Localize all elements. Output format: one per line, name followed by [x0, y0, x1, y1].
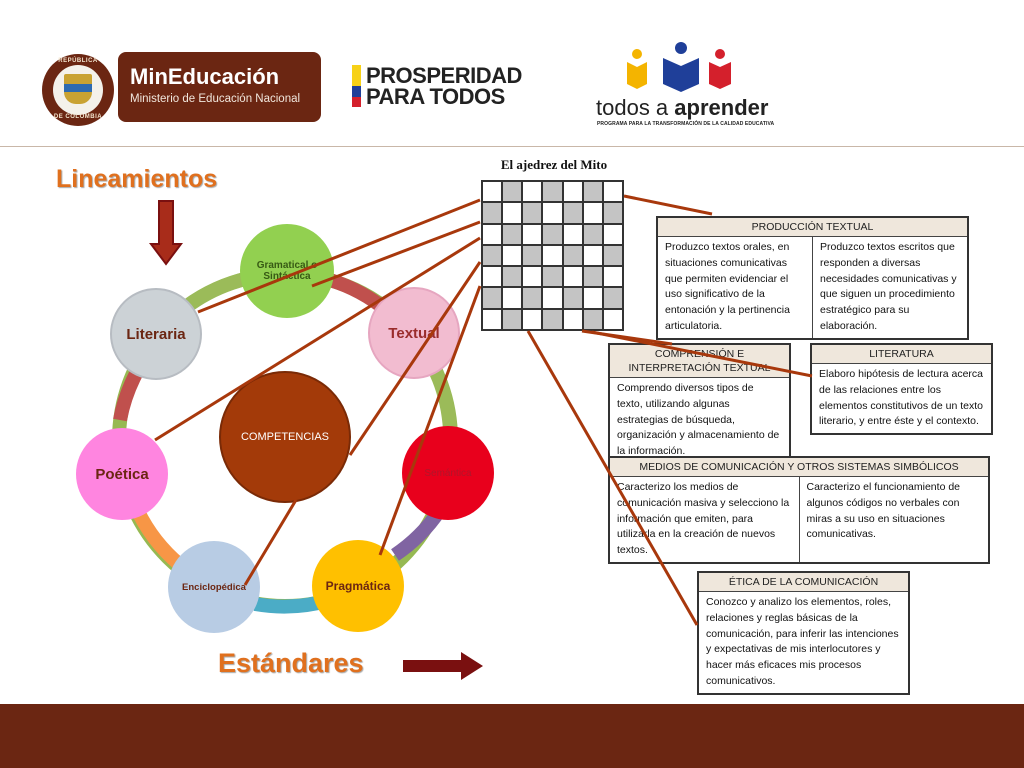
right-arrow-icon: [403, 652, 483, 680]
colombia-flag-icon: [352, 65, 361, 107]
mineducacion-logo: [118, 52, 321, 122]
chess-square: [522, 244, 543, 267]
node-poetica: Poética: [76, 428, 168, 520]
comprension-cell: Comprendo diversos tipos de texto, utili…: [608, 376, 791, 465]
chess-square: [562, 181, 583, 203]
chess-square: [582, 266, 603, 288]
chess-square: [602, 287, 623, 309]
literatura-header: LITERATURA: [810, 343, 993, 364]
chess-square: [482, 181, 503, 203]
chess-square: [542, 244, 563, 267]
chess-square: [582, 244, 603, 267]
chess-square: [502, 266, 523, 288]
seal-ring-top: REPÚBLICA: [58, 58, 98, 64]
table-produccion-textual: PRODUCCIÓN TEXTUAL Produzco textos orale…: [656, 216, 969, 340]
estandares-heading: Estándares: [218, 648, 364, 678]
table-literatura: LITERATURA Elaboro hipótesis de lectura …: [810, 343, 993, 436]
table-comprension: COMPRENSIÓN E INTERPRETACIÓN TEXTUAL Com…: [608, 343, 791, 465]
chess-square: [542, 266, 563, 288]
chess-square: [602, 244, 623, 267]
chess-square: [562, 202, 583, 224]
chess-square: [502, 223, 523, 245]
node-semantica: Semántica: [402, 426, 494, 520]
chess-square: [482, 287, 503, 309]
lineamientos-heading: Lineamientos: [56, 165, 218, 193]
medios-header: MEDIOS DE COMUNICACIÓN Y OTROS SISTEMAS …: [608, 456, 990, 477]
node-enciclopedica: Enciclopédica: [168, 541, 260, 633]
chess-square: [562, 308, 583, 330]
produccion-cell-2: Produzco textos escritos que responden a…: [812, 235, 969, 340]
prosperidad-line2: PARA TODOS: [366, 84, 505, 109]
chess-square: [522, 287, 543, 309]
chess-square: [522, 181, 543, 203]
chess-square: [562, 287, 583, 309]
chess-square: [502, 244, 523, 267]
chess-square: [582, 223, 603, 245]
chess-square: [542, 308, 563, 330]
chess-square: [602, 202, 623, 224]
chess-square: [502, 202, 523, 224]
medios-cell-1: Caracterizo los medios de comunicación m…: [608, 475, 800, 564]
header-divider: [0, 146, 1024, 147]
node-textual: Textual: [368, 287, 460, 379]
chess-square: [562, 244, 583, 267]
chess-square: [542, 223, 563, 245]
chess-square: [602, 181, 623, 203]
todos-a-aprender-subtitle: PROGRAMA PARA LA TRANSFORMACIÓN DE LA CA…: [597, 121, 775, 127]
chess-square: [522, 223, 543, 245]
comprension-header: COMPRENSIÓN E INTERPRETACIÓN TEXTUAL: [608, 343, 791, 378]
chess-square: [582, 287, 603, 309]
todos-a-aprender-people-icon: [627, 42, 731, 92]
chess-square: [502, 287, 523, 309]
chess-square: [562, 223, 583, 245]
mineducacion-title: MinEducación: [130, 64, 280, 89]
chess-square: [482, 223, 503, 245]
chess-square: [482, 244, 503, 267]
table-etica: ÉTICA DE LA COMUNICACIÓN Conozco y anali…: [697, 571, 910, 695]
literatura-cell: Elaboro hipótesis de lectura acerca de l…: [810, 363, 993, 435]
chess-square: [562, 266, 583, 288]
mineducacion-subtitle: Ministerio de Educación Nacional: [130, 93, 301, 105]
chess-square: [522, 308, 543, 330]
chess-square: [602, 223, 623, 245]
chess-board: [481, 180, 624, 331]
produccion-cell-1: Produzco textos orales, en situaciones c…: [656, 235, 813, 340]
node-pragmatica: Pragmática: [312, 540, 404, 632]
chess-square: [522, 202, 543, 224]
etica-cell: Conozco y analizo los elementos, roles, …: [697, 590, 910, 695]
chess-title: El ajedrez del Mito: [500, 157, 608, 172]
competencias-center: COMPETENCIAS: [219, 371, 351, 503]
produccion-header: PRODUCCIÓN TEXTUAL: [656, 216, 969, 237]
prosperidad-line1: PROSPERIDAD: [366, 63, 522, 88]
colombia-seal-logo: REPÚBLICA DE COLOMBIA: [42, 54, 114, 126]
medios-cell-2: Caracterizo el funcionamiento de algunos…: [798, 475, 990, 564]
chess-square: [502, 308, 523, 330]
table-medios: MEDIOS DE COMUNICACIÓN Y OTROS SISTEMAS …: [608, 456, 990, 564]
etica-header: ÉTICA DE LA COMUNICACIÓN: [697, 571, 910, 592]
chess-square: [542, 181, 563, 203]
node-gramatical: Gramatical o Sintáctica: [240, 224, 334, 318]
chess-square: [542, 202, 563, 224]
chess-square: [522, 266, 543, 288]
chess-square: [482, 266, 503, 288]
chess-square: [542, 287, 563, 309]
seal-ring-bottom: DE COLOMBIA: [53, 114, 103, 120]
chess-square: [602, 308, 623, 330]
chess-square: [582, 308, 603, 330]
chess-square: [482, 202, 503, 224]
todos-a-aprender-title: todos a aprender: [596, 95, 769, 120]
footer-bar: [0, 704, 1024, 768]
chess-square: [502, 181, 523, 203]
chess-square: [582, 181, 603, 203]
node-literaria: Literaria: [110, 288, 202, 380]
chess-square: [582, 202, 603, 224]
chess-square: [602, 266, 623, 288]
chess-square: [482, 308, 503, 330]
